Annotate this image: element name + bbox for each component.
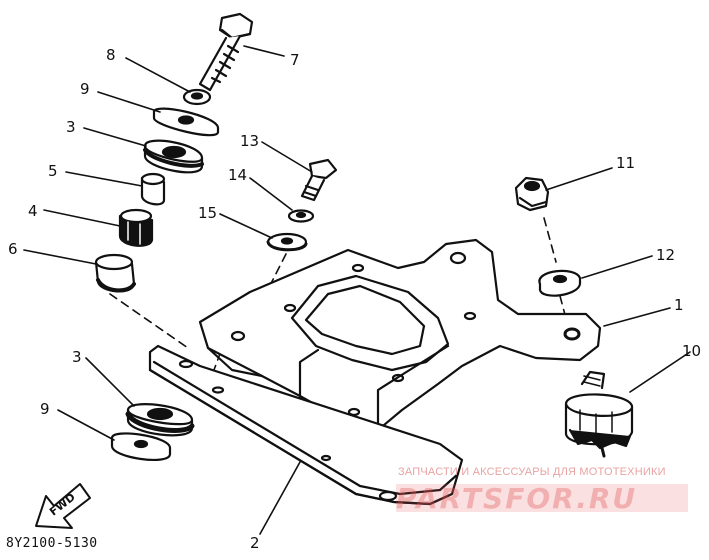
callout-9: 9: [80, 80, 90, 98]
callout-7: 7: [290, 51, 300, 69]
washer-part-15: [266, 232, 308, 252]
damper-part-10: [564, 370, 634, 458]
callout-3: 3: [66, 118, 76, 136]
washer-part-9-lower: [110, 432, 172, 461]
callout-6: 6: [8, 240, 18, 258]
callout-13: 13: [240, 132, 260, 150]
callout-10: 10: [682, 342, 702, 360]
callout-2: 2: [250, 534, 260, 552]
callout-8: 8: [106, 46, 116, 64]
callout-1: 1: [674, 296, 684, 314]
spacer-part-4: [118, 208, 154, 247]
watermark-tagline: ЗАПЧАСТИ И АКСЕССУАРЫ ДЛЯ МОТОТЕХНИКИ: [398, 466, 666, 478]
forward-arrow-icon: [35, 483, 91, 529]
callout-5: 5: [48, 162, 58, 180]
callout-3-lower: 3: [72, 348, 82, 366]
bolt-part-13: [300, 158, 338, 202]
watermark-logo-graphic: [396, 484, 688, 512]
washer-part-9-upper: [152, 107, 220, 137]
callout-12: 12: [656, 246, 676, 264]
collar-part-5: [140, 172, 166, 206]
callout-15: 15: [198, 204, 218, 222]
washer-part-12: [538, 269, 582, 297]
plate-part-2: [148, 344, 464, 506]
nut-part-11: [514, 176, 550, 212]
bolt-part-7: [198, 12, 254, 92]
watermark-logo: PARTSFOR.RU: [396, 482, 638, 515]
callout-4: 4: [28, 202, 38, 220]
bushing-part-6: [94, 253, 136, 293]
rubber-ring-part-3-lower: [125, 403, 195, 437]
drawing-code: 8Y2100-5130: [6, 536, 98, 551]
callout-11: 11: [616, 154, 636, 172]
callout-14: 14: [228, 166, 248, 184]
callout-9-lower: 9: [40, 400, 50, 418]
rubber-ring-part-3-upper: [143, 139, 204, 174]
